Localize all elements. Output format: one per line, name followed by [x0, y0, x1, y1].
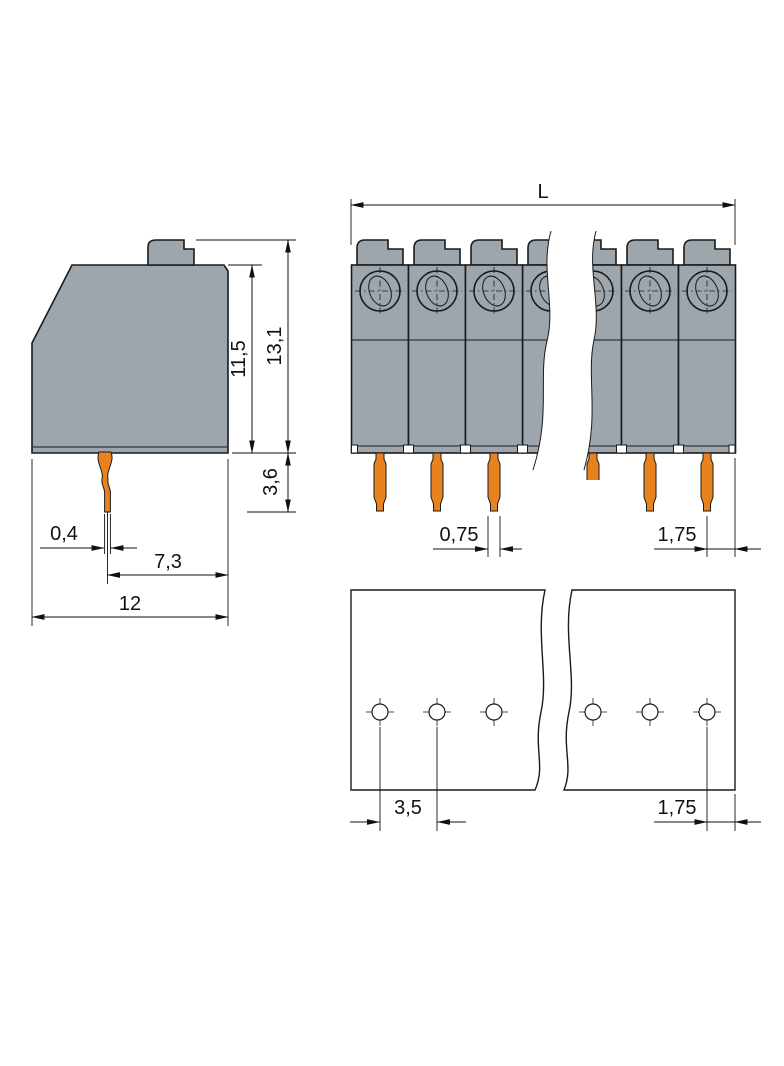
terminal-pole — [584, 239, 623, 480]
side-view: 11,5 13,1 3,6 0,4 7,3 12 — [31, 239, 296, 626]
terminal-pole-partial-right — [584, 239, 623, 480]
terminal-pole — [407, 239, 467, 512]
terminal-pole — [620, 239, 680, 512]
footprint-dimensions: 3,5 1,75 — [350, 727, 761, 831]
foot-notch — [351, 444, 358, 454]
dim-total-length-label: L — [537, 181, 548, 203]
latch-side-profile — [147, 239, 195, 266]
foot-notch — [460, 444, 471, 454]
terminal-pole — [464, 239, 524, 512]
front-view-dimensions: L 0,75 1,75 — [350, 181, 761, 557]
pcb-outline-right — [562, 589, 736, 791]
side-view-dimensions: 11,5 13,1 3,6 0,4 7,3 12 — [31, 239, 296, 626]
break-line-left — [532, 230, 552, 471]
dim-pin-to-edge-label: 7,3 — [154, 551, 182, 573]
terminal-pole — [521, 239, 551, 480]
terminal-pole-partial-left — [521, 239, 551, 480]
front-view: L 0,75 1,75 — [350, 181, 761, 557]
foot-notch — [616, 444, 627, 454]
dim-total-height-label: 13,1 — [264, 327, 286, 366]
dim-depth-label: 12 — [119, 593, 141, 615]
foot-notch — [517, 444, 528, 454]
housing-side-profile — [31, 264, 229, 454]
dim-hole-edge-offset-label: 1,75 — [658, 797, 697, 819]
foot-notch — [728, 444, 736, 454]
footprint-view: 3,5 1,75 — [350, 589, 761, 831]
dim-pin-width-label: 0,75 — [440, 524, 479, 546]
dim-pin-length-label: 3,6 — [260, 468, 282, 496]
terminal-pole — [350, 239, 410, 512]
pcb-outline-left — [350, 589, 546, 791]
solder-pin-side — [97, 451, 113, 513]
terminal-pole — [677, 239, 737, 512]
foot-notch — [403, 444, 414, 454]
dim-body-height-label: 11,5 — [228, 340, 250, 377]
foot-notch — [673, 444, 684, 454]
dim-edge-offset-label: 1,75 — [658, 524, 697, 546]
dim-pitch-label: 3,5 — [394, 797, 422, 819]
dim-pin-thickness-label: 0,4 — [50, 523, 78, 545]
break-line-right — [583, 230, 597, 471]
